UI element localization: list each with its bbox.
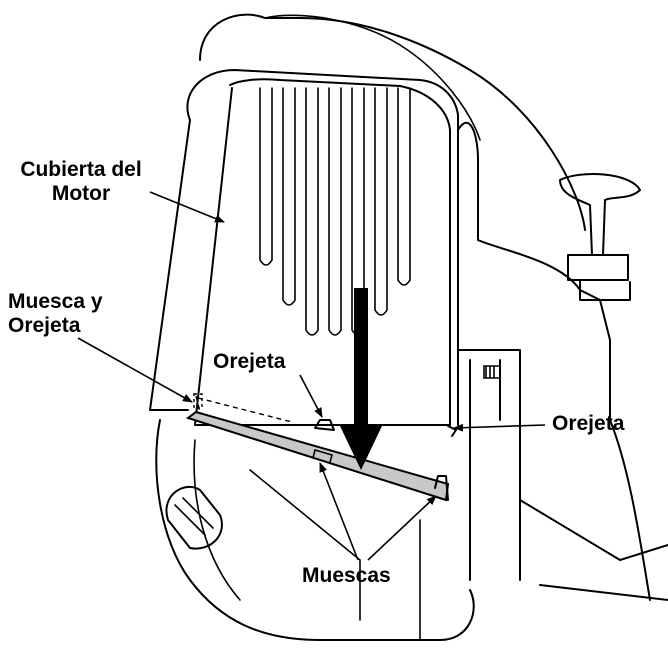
label-tab-center: Orejeta — [213, 350, 286, 373]
lower-housing — [155, 419, 475, 641]
notch-tab-dashed-guide — [195, 395, 293, 423]
spring-screw — [483, 365, 501, 379]
engine-cover-outline — [149, 69, 459, 426]
starter-grip — [165, 485, 223, 550]
label-notch-tab: Muesca y Orejeta — [8, 290, 148, 338]
label-notch-tab-line2: Orejeta — [8, 314, 81, 337]
gasket-tab-notch — [312, 448, 333, 463]
starter-grip-detail — [174, 497, 214, 536]
lower-housing-inner — [193, 439, 421, 641]
center-tab — [314, 419, 335, 431]
engine-cover-front-face — [194, 78, 451, 426]
label-notch-tab-line1: Muesca y — [8, 290, 103, 313]
gasket-tab-right — [434, 475, 449, 501]
down-arrow-shaft — [354, 288, 368, 428]
notch-marker — [193, 393, 203, 409]
label-engine-cover-line1: Cubierta del — [20, 158, 142, 181]
cover-ribs — [259, 87, 411, 336]
label-engine-cover-line2: Motor — [51, 182, 111, 205]
top-handle — [199, 13, 586, 231]
leader-engine-cover — [149, 191, 225, 223]
label-tab-right: Orejeta — [552, 412, 625, 435]
right-frame — [457, 349, 521, 581]
leader-notch-tab — [77, 337, 193, 403]
leader-tab-center — [299, 374, 323, 418]
label-engine-cover: Cubierta del Motor — [6, 158, 156, 206]
handle-inner-curve — [264, 14, 481, 141]
gasket-part — [185, 410, 450, 502]
right-frame-lower — [519, 499, 668, 601]
down-arrow-head — [340, 426, 382, 470]
choke-knob — [559, 173, 641, 256]
engine-side-body — [457, 121, 651, 601]
choke-base — [567, 254, 631, 301]
label-notches: Muescas — [302, 564, 391, 587]
leader-tab-right — [453, 423, 546, 432]
leader-notches-right — [367, 495, 437, 561]
leader-notches-left — [319, 462, 359, 561]
